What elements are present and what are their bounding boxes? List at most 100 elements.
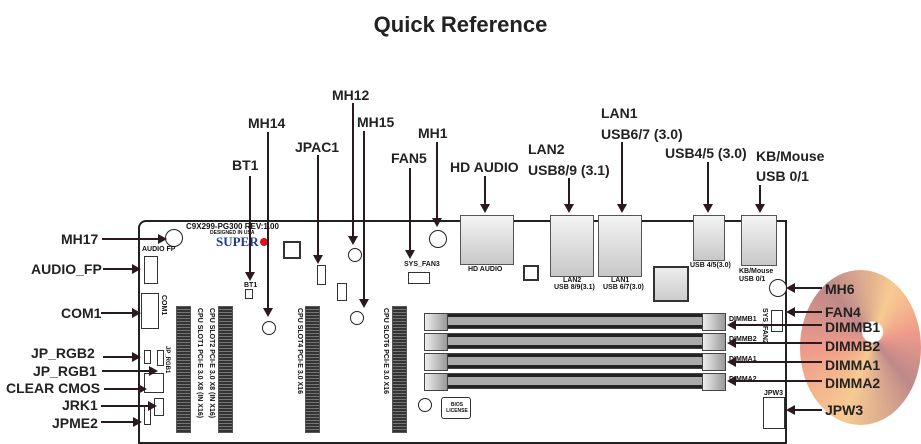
arrow-kbmouse [755,204,765,213]
brand-text: SUPER [216,234,259,249]
leader-jpw3 [794,409,822,411]
arrow-fan5 [405,250,415,259]
com1-header [141,293,159,329]
leader-jpac1 [317,155,319,257]
mh17-hole [165,229,183,247]
leader-clear-cmos [104,388,139,390]
callout-fan4: FAN4 [825,304,861,320]
jp-rgb1-header [157,350,164,366]
slot1-silk: CPU SLOT1 PCI-E 3.0 X8 (IN X16) [196,308,203,419]
callout-audio-fp: AUDIO_FP [31,261,102,277]
pcie-slot-6 [392,306,407,433]
dimm-a1 [424,353,726,371]
leader-jpme2 [101,421,134,423]
callout-lan2: LAN2 [528,141,565,157]
arrow-jp-rgb2 [132,352,141,362]
arrow-jpac1 [313,255,323,264]
bios-battery-icon [418,398,432,412]
leader-mh14 [267,132,269,310]
leader-kbmouse [759,185,761,206]
leader-lan2 [568,178,570,206]
watermark-logo [800,270,921,425]
leader-jp-rgb2 [103,356,133,358]
arrow-mh15 [359,299,369,308]
dimmb1-silk: DIMMB1 [729,316,757,323]
arrow-lan1 [617,204,627,213]
arrow-dimma1 [727,357,736,367]
kbmouse-usb-silk: USB 0/1 [739,276,766,283]
kbmouse-port [741,215,777,266]
leader-jrk1 [101,405,149,407]
leader-dimma2 [735,380,822,382]
leader-fan4 [794,311,822,313]
jpw3-header [763,397,785,429]
slot6-silk: CPU SLOT6 PCI-E 3.0 X16 [382,308,389,394]
mh1-hole [429,230,447,248]
leader-dimmb2 [735,342,822,344]
callout-mh15: MH15 [357,114,395,130]
leader-jp-rgb1 [102,370,150,372]
callout-dimmb1: DIMMB1 [825,319,881,335]
arrow-jrk1 [148,401,157,411]
mh15-hole [350,311,364,325]
arrow-clear-cmos [138,384,147,394]
leader-hd-audio [484,176,486,206]
kbmouse-silk: KB/Mouse [739,268,774,275]
page-title: Quick Reference [373,12,548,37]
slot2-silk: CPU SLOT2 PCI-E 3.0 X8 (IN X16) [208,308,215,419]
clear-cmos-button [144,373,164,393]
arrow-lan2 [564,204,574,213]
callout-lan2-usb: USB8/9 (3.1) [528,162,610,178]
arrow-mh12 [348,236,358,245]
bios-license-box: BIOS LICENSE [441,397,471,419]
jpac1-header [317,265,326,285]
supermicro-logo: SUPER [216,234,268,250]
dimma2-silk: DIMMA2 [729,376,757,383]
chip-large [653,266,689,302]
callout-jpw3: JPW3 [825,402,864,418]
sys-fan2-header [771,310,783,332]
jp-rgb1-silk: JP_RGB1 [164,346,170,374]
leader-com1 [101,312,133,314]
chip-top-left [283,241,301,259]
sys-fan3-header [408,272,430,284]
arrow-dimmb1 [727,320,736,330]
leader-mh6 [794,287,822,289]
callout-dimmb2: DIMMB2 [825,338,881,354]
sys-fan3-silk: SYS_FAN3 [404,261,440,268]
hd-audio-port [460,215,514,265]
arrow-usb45 [703,204,713,213]
arrow-fan4 [786,307,795,317]
callout-dimma1: DIMMA1 [825,357,881,373]
leader-dimmb1 [735,324,822,326]
leader-mh15 [363,131,365,301]
callout-jp-rgb2: JP_RGB2 [31,345,95,361]
arrow-mh17 [158,234,167,244]
lan2-usb-silk: USB 8/9(3.1) [554,284,595,291]
callout-jp-rgb1: JP_RGB1 [33,363,97,379]
lan1-usb-silk: USB 6/7(3.0) [603,284,644,291]
arrow-com1 [132,308,141,318]
leader-mh1 [436,142,438,220]
usb45-silk: USB 4/5(3.0) [690,262,731,269]
leader-bt1 [249,176,251,274]
callout-dimma2: DIMMA2 [825,375,881,391]
bios-license-silk: BIOS LICENSE [446,402,468,414]
dimm-b1 [424,313,726,331]
callout-jpme2: JPME2 [52,415,98,431]
slot4-silk: CPU SLOT4 PCI-E 3.0 X16 [296,308,303,394]
mh12-hole [348,248,362,262]
mh14-hole [262,321,276,335]
bt1-battery [245,289,253,299]
callout-mh14: MH14 [248,115,286,131]
callout-lan1: LAN1 [601,105,638,121]
arrow-dimma2 [727,376,736,386]
arrow-audio-fp [132,264,141,274]
callout-usb45: USB4/5 (3.0) [665,145,747,161]
arrow-jp-rgb1 [149,366,158,376]
leader-fan5 [409,168,411,252]
mh6-hole [769,279,787,297]
brand-dot-icon [259,238,268,246]
dimmb2-silk: DIMMB2 [729,336,757,343]
callout-clear-cmos: CLEAR CMOS [6,380,101,396]
